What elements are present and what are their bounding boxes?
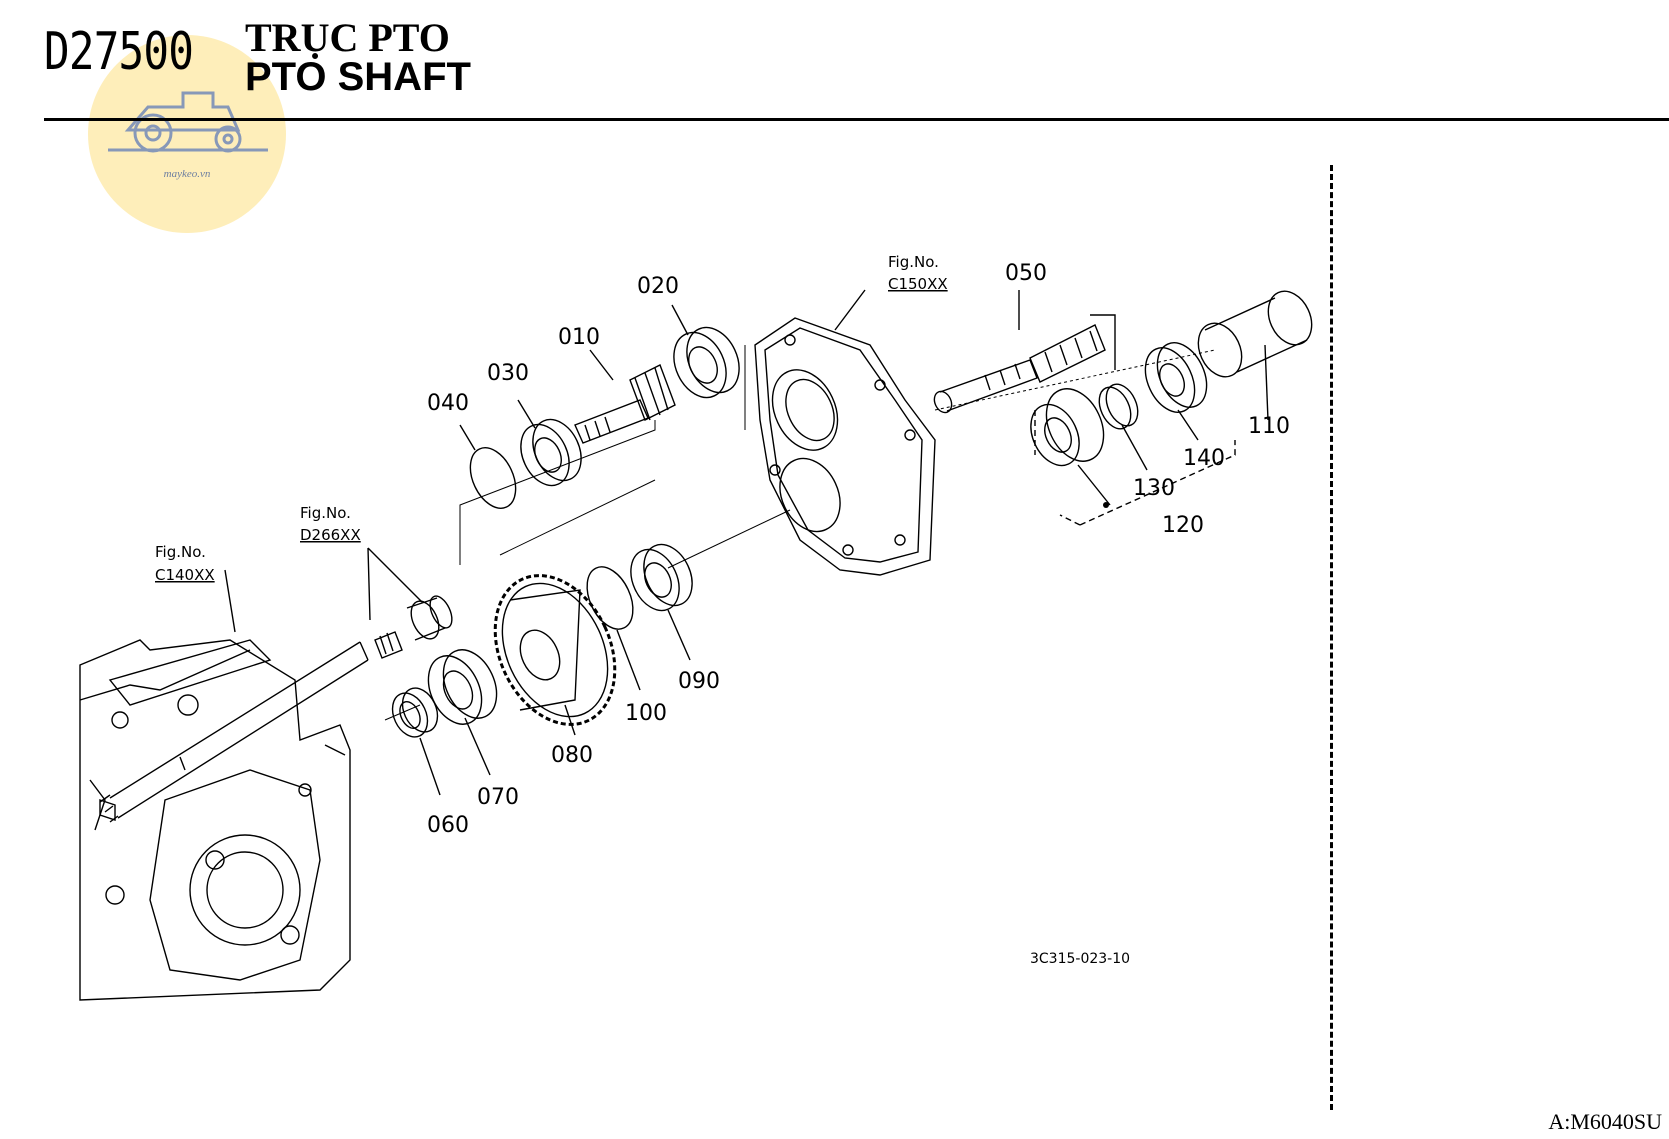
fig-ref-d266-number: D266XX (300, 526, 361, 544)
fig-ref-c150-number: C150XX (888, 275, 948, 293)
tractor-icon (108, 91, 268, 153)
fig-ref-d266-caption: Fig.No. (300, 504, 351, 522)
part-130-ring (1098, 383, 1139, 430)
leader-020 (671, 304, 689, 336)
fig-ref-c150-caption: Fig.No. (888, 253, 939, 271)
part-label-110: 110 (1248, 414, 1290, 439)
footer-ref-code: A:M6040SU (1548, 1109, 1662, 1134)
page-title-english: PTO SHAFT (245, 55, 471, 99)
leader-120 (1077, 464, 1111, 506)
part-100-snap-ring (586, 566, 634, 630)
part-label-120: 120 (1162, 513, 1204, 538)
header-rule (44, 118, 1669, 121)
fig-ref-c140-caption: Fig.No. (155, 543, 206, 561)
part-label-060: 060 (427, 813, 469, 838)
drawing-number: 3C315-023-10 (1030, 951, 1130, 967)
part-label-140: 140 (1183, 446, 1225, 471)
fig-ref-c140-number: C140XX (155, 566, 215, 584)
leader-080 (564, 704, 576, 736)
part-140-seal (1144, 342, 1208, 413)
page-divider-dashed (1330, 165, 1333, 1110)
part-070-bearing (427, 649, 498, 725)
pto-case (754, 317, 936, 576)
leader-060 (419, 737, 441, 796)
part-030-bearing (520, 418, 582, 487)
leader-010 (589, 349, 614, 381)
leader-030 (517, 399, 536, 429)
part-010-pinion-shaft (574, 364, 676, 444)
part-110-sleeve (1197, 290, 1313, 378)
part-label-020: 020 (637, 274, 679, 299)
part-020-bearing (673, 326, 740, 399)
leader-c140 (224, 569, 236, 633)
leader-c150 (834, 289, 866, 331)
leader-090 (667, 609, 691, 661)
leader-d266 (367, 547, 423, 621)
part-label-130: 130 (1133, 476, 1175, 501)
leader-100 (616, 629, 641, 691)
part-label-030: 030 (487, 361, 529, 386)
part-label-050: 050 (1005, 261, 1047, 286)
part-label-080: 080 (551, 743, 593, 768)
leader-070 (464, 717, 491, 776)
part-label-100: 100 (625, 701, 667, 726)
leader-040 (459, 424, 476, 451)
leader-110 (1264, 344, 1269, 421)
part-060-seal (391, 687, 439, 738)
group-dot (1103, 502, 1109, 508)
part-040-snap-ring (469, 447, 517, 509)
part-label-040: 040 (427, 391, 469, 416)
part-080-gear (493, 574, 617, 726)
part-050-pto-shaft (933, 314, 1116, 414)
part-090-bearing (630, 543, 693, 612)
leader-130 (1121, 424, 1148, 471)
part-label-070: 070 (477, 785, 519, 810)
page-title-vietnamese: TRỤC PTO (245, 15, 450, 60)
part-label-010: 010 (558, 325, 600, 350)
transmission-housing (79, 639, 369, 1001)
leader-140 (1177, 409, 1199, 441)
page-code: D27500 (44, 22, 194, 82)
logo-watermark: maykeo.vn (88, 35, 286, 233)
logo-text: maykeo.vn (163, 168, 211, 180)
part-label-090: 090 (678, 669, 720, 694)
needle-bearing (406, 595, 453, 641)
